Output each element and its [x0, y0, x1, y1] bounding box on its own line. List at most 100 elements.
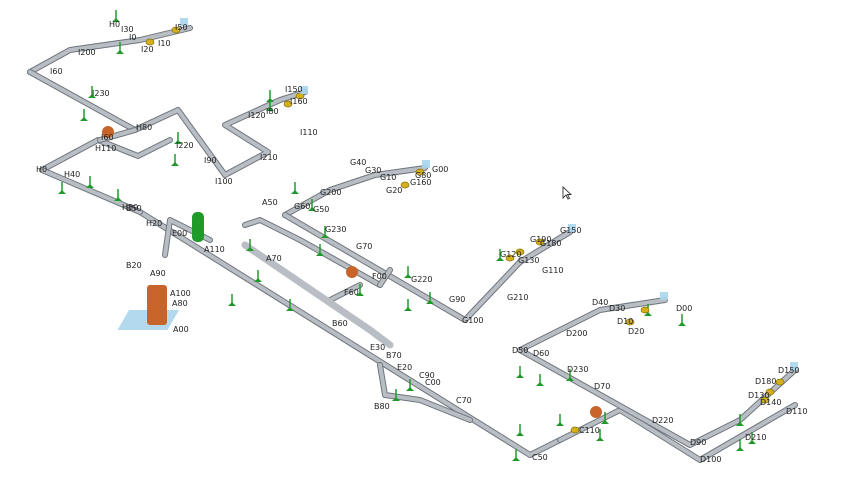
node-label: D230 — [567, 365, 588, 374]
pipe-support-icon — [192, 216, 200, 228]
terminal-nozzle-icon — [660, 292, 668, 300]
node-label: B80 — [374, 402, 390, 411]
node-label: D40 — [592, 298, 608, 307]
pipe-segment-highlight — [558, 403, 797, 462]
node-label: I110 — [300, 128, 318, 137]
pipe-components — [58, 10, 798, 461]
node-label: I20 — [141, 45, 154, 54]
valve-icon — [515, 248, 525, 256]
pipe-support-icon — [566, 369, 574, 381]
node-label: I60 — [50, 67, 63, 76]
pipe-segment-highlight — [98, 128, 137, 142]
pipe-support-icon — [286, 299, 294, 311]
node-label: A70 — [266, 254, 282, 263]
pipe-support-icon — [291, 182, 299, 194]
pipe-support-icon — [254, 270, 262, 282]
node-label: I150 — [285, 85, 303, 94]
pump-fitting-icon — [346, 266, 358, 278]
pipe-support-icon — [596, 429, 604, 441]
pipe-support-icon — [116, 42, 124, 54]
node-label: I200 — [78, 48, 96, 57]
pipe-segment-highlight — [243, 218, 382, 287]
node-label: H0 — [109, 20, 120, 29]
node-label: G00 — [432, 165, 448, 174]
node-label: G190 — [530, 235, 551, 244]
terminal-nozzle-icon — [568, 224, 576, 232]
node-label: B50 — [126, 204, 142, 213]
node-label: D130 — [748, 391, 769, 400]
valve-icon — [171, 26, 181, 34]
node-label: H110 — [95, 144, 116, 153]
node-label: B60 — [332, 319, 348, 328]
node-label: G70 — [356, 242, 372, 251]
valve-icon — [775, 378, 785, 386]
node-label: G60 — [294, 202, 310, 211]
node-label: D90 — [690, 438, 706, 447]
node-label: D110 — [786, 407, 807, 416]
node-label: A50 — [262, 198, 278, 207]
pipe-support-icon — [556, 414, 564, 426]
pipe-support-icon — [406, 379, 414, 391]
pipe-support-icon — [356, 284, 364, 296]
pipe-segment-highlight — [283, 166, 427, 217]
pipe-support-icon — [174, 132, 182, 144]
pump-fitting-icon — [150, 294, 162, 306]
pipe-segment-highlight — [518, 298, 667, 352]
node-label: D60 — [533, 349, 549, 358]
valve-icon — [765, 388, 775, 396]
pipe-support-icon — [601, 412, 609, 424]
pipe-support-icon — [496, 249, 504, 261]
pipe-support-icon — [516, 366, 524, 378]
node-label: D200 — [566, 329, 587, 338]
node-label: H80 — [136, 123, 152, 132]
node-label: A90 — [150, 269, 166, 278]
node-label: A80 — [172, 299, 188, 308]
terminal-nozzle-icon — [422, 160, 430, 168]
node-label: D30 — [609, 304, 625, 313]
pipe-support-icon — [228, 294, 236, 306]
pipe-network — [27, 25, 798, 463]
node-label: G50 — [313, 205, 329, 214]
node-label: I160 — [290, 97, 308, 106]
node-label: B20 — [126, 261, 142, 270]
pipe-support-icon — [678, 314, 686, 326]
node-label: G80 — [415, 171, 431, 180]
pipe-support-icon — [426, 292, 434, 304]
valve-icon — [400, 181, 410, 189]
terminal-nozzle-icon — [300, 86, 308, 94]
node-label: G200 — [320, 188, 341, 197]
node-label: E20 — [397, 363, 412, 372]
node-label: D220 — [652, 416, 673, 425]
valve-icon — [570, 426, 580, 434]
pipe-support-icon — [80, 109, 88, 121]
node-label: I80 — [266, 107, 279, 116]
node-label: G90 — [449, 295, 465, 304]
node-label: D20 — [628, 327, 644, 336]
node-label: F60 — [344, 288, 359, 297]
node-label: H0 — [36, 165, 47, 174]
pipe-support-icon — [114, 189, 122, 201]
pipe-support-icon — [392, 389, 400, 401]
pipe-segment-highlight — [138, 210, 562, 457]
node-label: G180 — [540, 239, 561, 248]
terminal-nozzle-icon — [180, 18, 188, 26]
node-label: G210 — [507, 293, 528, 302]
pipe-support-icon — [58, 182, 66, 194]
node-label: G110 — [542, 266, 563, 275]
node-label: I220 — [176, 141, 194, 150]
node-label: D10 — [617, 317, 633, 326]
pipe-support-icon — [308, 199, 316, 211]
node-label: I0 — [129, 33, 136, 42]
node-label: G150 — [560, 226, 581, 235]
node-label: I10 — [158, 39, 171, 48]
pipe-segment-highlight — [40, 138, 172, 172]
node-label: G120 — [500, 250, 521, 259]
node-label: H20 — [146, 219, 162, 228]
node-label: C70 — [456, 396, 472, 405]
node-label: D140 — [760, 398, 781, 407]
node-label: G230 — [325, 225, 346, 234]
node-label: G100 — [462, 316, 483, 325]
node-label: G30 — [365, 166, 381, 175]
